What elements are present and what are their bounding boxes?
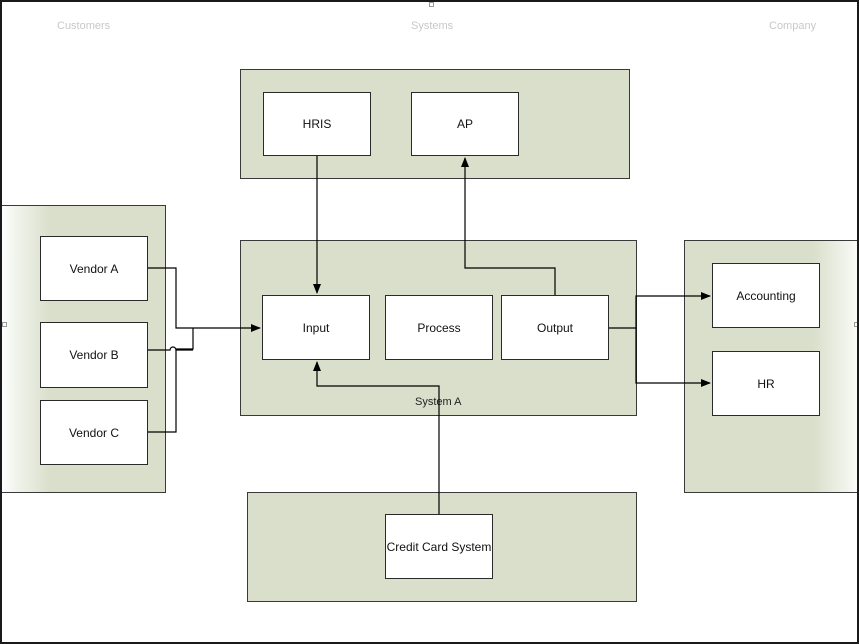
selection-handle-right[interactable] [854,322,857,327]
vendor-b-box[interactable]: Vendor B [40,322,148,388]
vendor-c-box[interactable]: Vendor C [40,400,148,465]
accounting-box[interactable]: Accounting [712,263,820,328]
system-a-label: System A [415,396,462,408]
vendor-a-box[interactable]: Vendor A [40,236,148,301]
selection-handle-top[interactable] [429,2,434,7]
process-box[interactable]: Process [385,295,493,360]
hr-box[interactable]: HR [712,351,820,416]
ap-box[interactable]: AP [411,92,519,156]
output-box[interactable]: Output [501,295,609,360]
input-box[interactable]: Input [262,295,370,360]
lane-label-customers: Customers [57,20,111,32]
lane-label-company: Company [769,20,817,32]
selection-handle-left[interactable] [2,322,7,327]
credit-card-system-box[interactable]: Credit Card System [385,514,493,579]
hris-box[interactable]: HRIS [263,92,371,156]
lane-label-systems: Systems [411,20,454,32]
